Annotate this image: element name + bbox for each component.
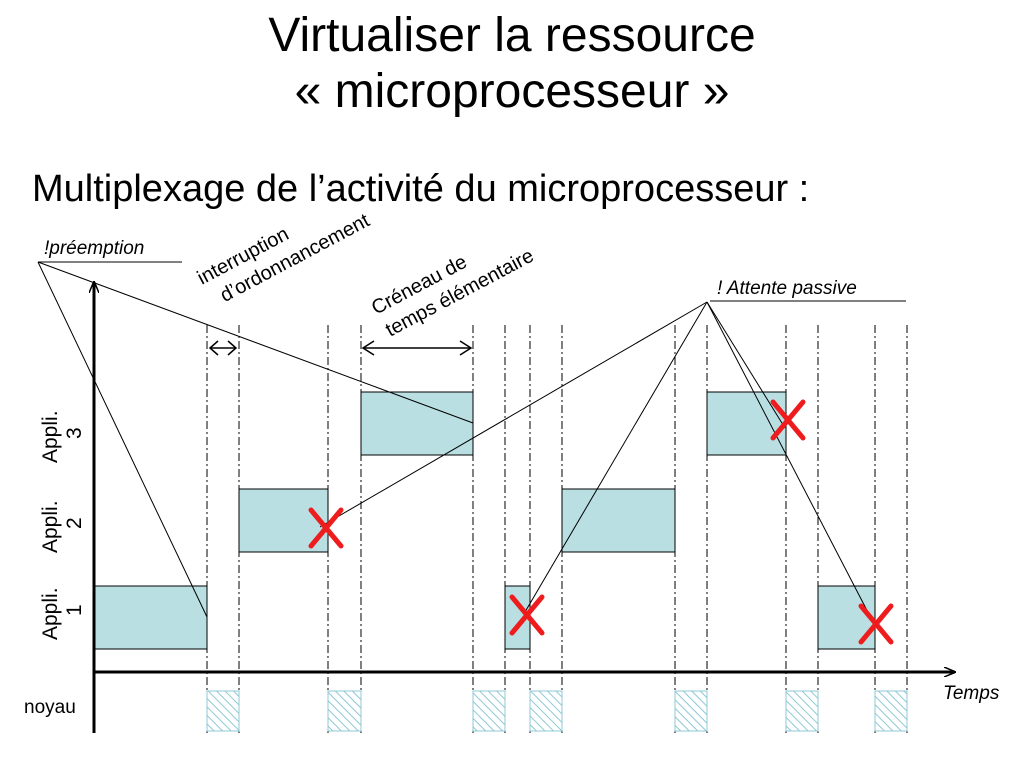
cross-icon (858, 603, 894, 645)
kernel-slots (206, 690, 908, 732)
kernel-slot (785, 690, 819, 732)
preemption-pointer (37, 261, 208, 618)
app1-axis-label: Appli. 1 (39, 587, 86, 640)
noyau-label: noyau (24, 697, 76, 718)
kernel-slot (327, 690, 362, 732)
preemption-label: !préemption (44, 238, 144, 259)
app3-label-line1: Appli. (39, 410, 62, 463)
app2-label-line2: 2 (63, 517, 86, 529)
attente-label: ! Attente passive (717, 278, 857, 299)
kernel-slot (674, 690, 708, 732)
app1-block (94, 585, 208, 650)
attente-pointer (319, 301, 708, 528)
app1-block (817, 585, 876, 650)
title-line-2: « microprocesseur » (294, 65, 730, 118)
temps-label: Temps (943, 683, 1000, 704)
title-line-1: Virtualiser la ressource (268, 9, 756, 62)
app2-label-line1: Appli. (39, 500, 62, 553)
app1-label-line2: 1 (63, 604, 86, 616)
app3-block (360, 391, 474, 456)
slide-title: Virtualiser la ressource « microprocesse… (0, 8, 1024, 120)
kernel-slot (206, 690, 240, 732)
attente-pointer (524, 301, 708, 613)
cross-icon (509, 594, 545, 636)
kernel-slot (529, 690, 563, 732)
cross-icon (308, 507, 344, 549)
blocked-crosses (308, 399, 894, 645)
app3-axis-label: Appli. 3 (39, 410, 86, 463)
attente-pointer (706, 301, 786, 429)
interruption-label: interruption d’ordonnancement (194, 209, 374, 306)
preemption-pointer (37, 261, 474, 424)
attente-pointer (706, 301, 874, 623)
interruption-width-arrow (208, 340, 238, 356)
app2-axis-label: Appli. 2 (39, 500, 86, 553)
app3-label-line2: 3 (63, 427, 86, 439)
cross-icon (770, 399, 806, 441)
creneau-arrow (361, 340, 473, 356)
kernel-slot (874, 690, 908, 732)
slide-subtitle: Multiplexage de l’activité du microproce… (32, 168, 810, 210)
kernel-slot (472, 690, 506, 732)
app1-label-line1: Appli. (39, 587, 62, 640)
creneau-label: Créneau de temps élémentaire (368, 245, 538, 342)
app2-block (561, 488, 676, 553)
